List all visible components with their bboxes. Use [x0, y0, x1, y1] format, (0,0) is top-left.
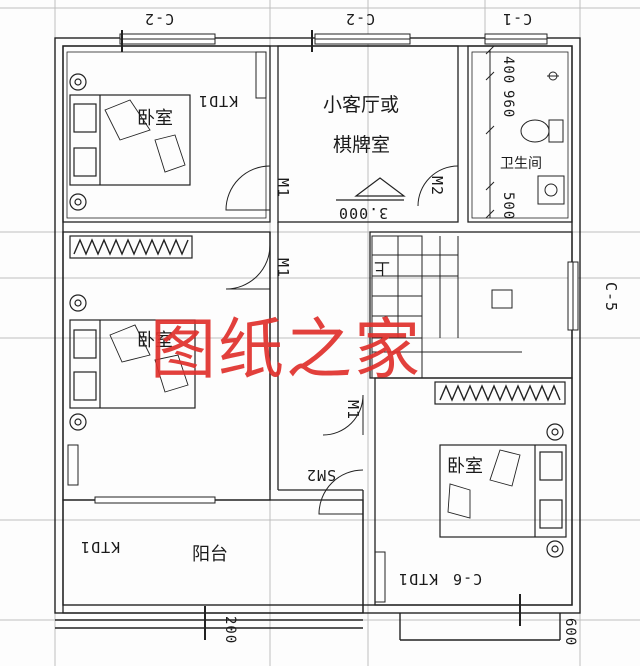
bathroom-label: 卫生间 — [500, 156, 542, 172]
floor-level-label: 3.000 — [338, 204, 389, 222]
dimension-bath-b: 960 — [500, 90, 516, 119]
ac-units — [67, 51, 386, 603]
bathroom-fixtures — [520, 71, 565, 205]
windows — [94, 33, 579, 504]
bath-dimension-line — [485, 45, 495, 219]
bedroom-label-top-left: 卧室 — [137, 108, 173, 129]
blanket-folds — [104, 99, 521, 519]
ac-code-top-left: KTD1 — [198, 92, 239, 110]
living-room-label-line1: 小客厅或 — [323, 94, 400, 116]
wardrobe-hatching — [73, 238, 561, 402]
door-code-m1-b: M1 — [274, 258, 292, 279]
living-room-label-line2: 棋牌室 — [333, 134, 391, 156]
dimension-bottom-right: 600 — [562, 618, 578, 647]
door-code-sm2: SM2 — [306, 466, 337, 484]
bedroom-label-mid-left: 卧室 — [137, 330, 173, 351]
balcony-railing — [55, 613, 561, 641]
ac-code-balcony: KTD1 — [80, 538, 121, 556]
dimension-bath-c: 500 — [500, 192, 516, 221]
level-marker — [336, 177, 406, 201]
door-code-m1-a: M1 — [274, 178, 292, 199]
bedroom-label-right: 卧室 — [447, 456, 483, 477]
dimension-bath-a: 400 — [500, 56, 516, 85]
watermark-text: 图纸之家 — [150, 311, 422, 388]
balcony-label: 阳台 — [192, 544, 228, 565]
window-code-bottom-right: C-6 — [452, 570, 483, 588]
dimension-bottom-mid: 200 — [222, 616, 238, 645]
ac-code-bottom-right: KTD1 — [398, 570, 439, 588]
wardrobes — [69, 235, 566, 405]
door-code-m1-c: M1 — [344, 400, 362, 421]
beds — [69, 73, 567, 558]
window-code-top-mid: C-2 — [345, 10, 376, 28]
stairs — [371, 235, 522, 379]
column-marks — [121, 30, 521, 640]
stair-direction-mark: 上 — [374, 259, 391, 278]
window-code-right-side: C-5 — [602, 282, 620, 313]
window-code-top-left: C-2 — [144, 10, 175, 28]
door-code-m2: M2 — [428, 176, 446, 197]
door-swings — [225, 165, 459, 515]
window-code-top-right: C-1 — [502, 10, 533, 28]
